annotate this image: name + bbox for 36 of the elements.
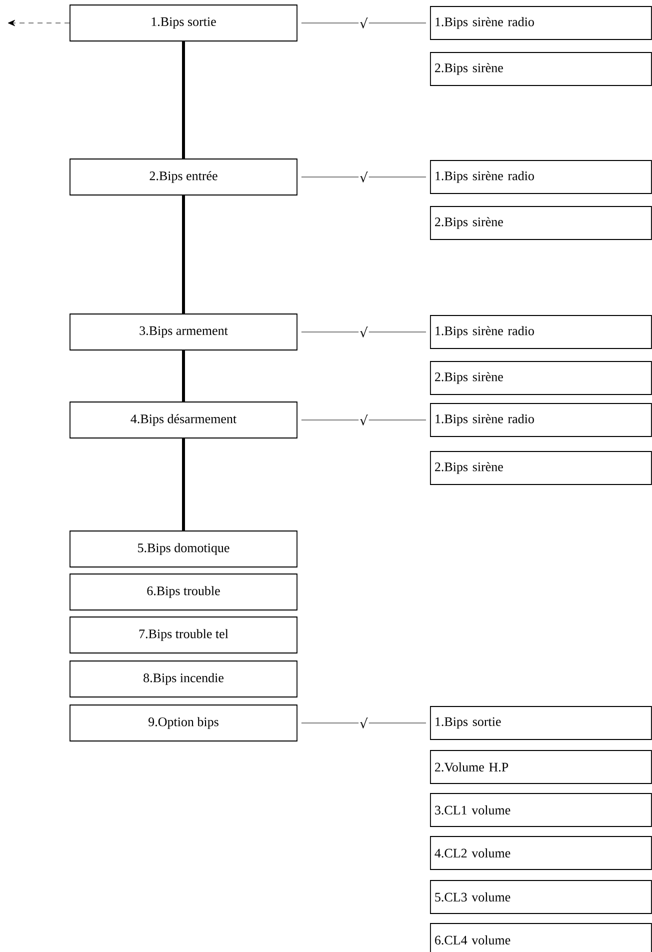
submenu-box: 6.CL4 volume <box>430 923 652 952</box>
edge-label: √ <box>358 716 369 730</box>
submenu-box: 1.Bips sortie <box>430 706 652 740</box>
submenu-box: 2.Bips sirène <box>430 206 652 240</box>
menu-box: 7.Bips trouble tel <box>70 616 298 654</box>
connector-line <box>301 176 426 178</box>
submenu-box: 1.Bips sirène radio <box>430 403 652 437</box>
menu-box: 3.Bips armement <box>70 314 298 350</box>
menu-box: 8.Bips incendie <box>70 660 298 698</box>
submenu-box: 1.Bips sirène radio <box>430 160 652 194</box>
connector-line <box>182 350 185 402</box>
submenu-box: 5.CL3 volume <box>430 880 652 914</box>
submenu-box: 1.Bips sirène radio <box>430 315 652 349</box>
connector-line <box>301 722 426 724</box>
menu-box: 5.Bips domotique <box>70 530 298 568</box>
connector-line <box>182 195 185 314</box>
submenu-box: 1.Bips sirène radio <box>430 6 652 40</box>
menu-box: 6.Bips trouble <box>70 574 298 610</box>
edge-label: √ <box>358 326 369 338</box>
edge-label: √ <box>358 16 369 30</box>
menu-box: 4.Bips désarmement <box>70 402 298 438</box>
edge-label: √ <box>358 414 369 426</box>
menu-box: 2.Bips entrée <box>70 158 298 196</box>
submenu-box: 3.CL1 volume <box>430 793 652 827</box>
submenu-box: 2.Bips sirène <box>430 52 652 86</box>
connector-line <box>182 41 185 159</box>
connector-line <box>182 438 185 531</box>
submenu-box: 2.Volume H.P <box>430 750 652 784</box>
dashed-arrow <box>8 20 70 26</box>
edge-label: √ <box>358 170 369 184</box>
submenu-box: 4.CL2 volume <box>430 836 652 870</box>
submenu-box: 2.Bips sirène <box>430 451 652 485</box>
connector-line <box>301 22 426 24</box>
menu-box: 1.Bips sortie <box>70 4 298 42</box>
menu-box: 9.Option bips <box>70 704 298 742</box>
submenu-box: 2.Bips sirène <box>430 361 652 395</box>
